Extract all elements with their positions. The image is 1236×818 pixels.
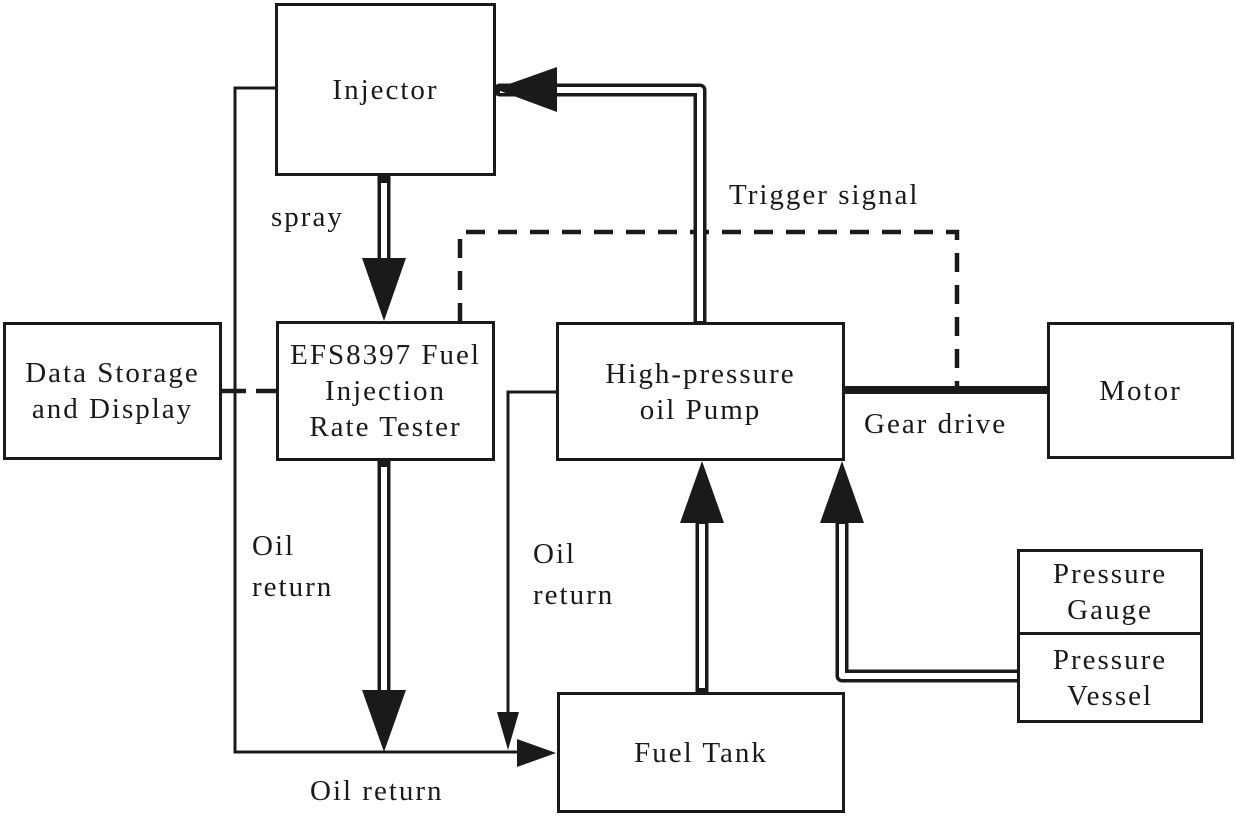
pump-inlet-arrowhead-left (680, 461, 724, 523)
injector-label: Injector (332, 73, 439, 106)
arrow-into-injector (495, 67, 557, 112)
tank-inlet-arrowhead (517, 739, 556, 767)
pump-inlet-arrowhead-right (820, 461, 864, 523)
pump-label: High-pressure oil Pump (605, 357, 796, 426)
gear-drive-label: Gear drive (864, 408, 1008, 440)
pressure-gauge-label: Pressure Gauge (1052, 558, 1168, 626)
pressure-gauge-box: Pressure Gauge (1017, 549, 1203, 635)
tester-label: EFS8397 Fuel Injection Rate Tester (290, 339, 481, 443)
pressure-vessel-label: Pressure Vessel (1052, 643, 1168, 712)
oil-return-middle-label: Oil return (533, 538, 615, 611)
pump-to-injector-line (493, 83, 707, 334)
oil-return-left-label: Oil return (252, 530, 334, 603)
vessel-to-pump-line-core (839, 524, 1017, 679)
data-storage-box: Data Storage and Display (3, 322, 222, 460)
motor-label: Motor (1099, 374, 1182, 407)
pump-to-injector-line-core (500, 87, 703, 321)
fuel-tank-label: Fuel Tank (634, 736, 768, 769)
tester-box: EFS8397 Fuel Injection Rate Tester (276, 321, 495, 461)
motor-box: Motor (1047, 322, 1234, 459)
pump-box: High-pressure oil Pump (556, 322, 845, 461)
tester-return-arrowhead (362, 690, 406, 752)
spray-label: spray (271, 201, 344, 233)
pressure-vessel-box: Pressure Vessel (1017, 632, 1203, 723)
oil-return-bottom-label: Oil return (310, 775, 444, 807)
fuel-tank-box: Fuel Tank (557, 692, 845, 813)
trigger-signal-label: Trigger signal (729, 179, 920, 211)
data-storage-label: Data Storage and Display (25, 357, 200, 425)
spray-arrowhead (362, 258, 406, 321)
injector-box: Injector (275, 3, 496, 176)
vessel-to-pump-line (835, 517, 1024, 683)
pump-return-arrowhead (497, 712, 519, 750)
